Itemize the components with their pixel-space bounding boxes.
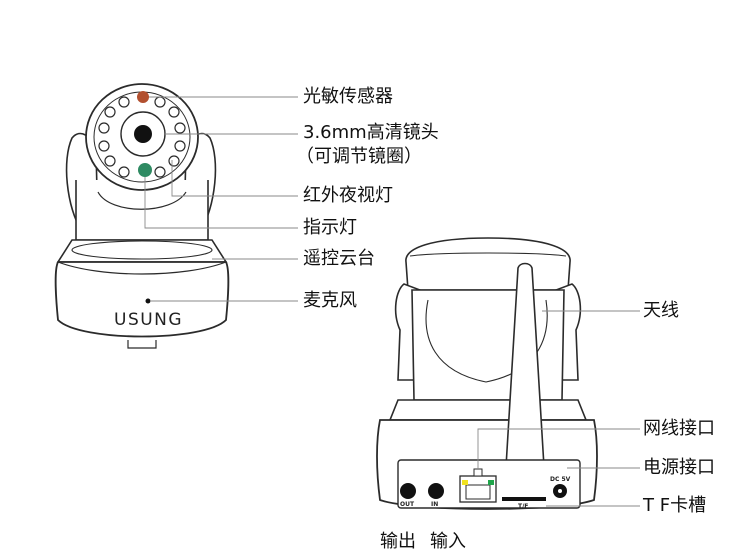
label-antenna: 天线 xyxy=(643,300,679,321)
ethernet-port-icon xyxy=(459,468,497,503)
label-lens: 3.6mm高清镜头 xyxy=(303,122,439,143)
label-audio-in: 输入 xyxy=(430,531,466,552)
audio-out-jack-icon xyxy=(400,483,416,499)
panel-mark-in: IN xyxy=(431,501,439,508)
back-leader-lines xyxy=(477,310,640,507)
label-power-port: 电源接口 xyxy=(643,457,715,478)
panel-mark-dc: DC 5V xyxy=(550,476,571,483)
ir-led xyxy=(98,122,110,134)
label-audio-out: 输出 xyxy=(380,531,416,552)
label-network-port: 网线接口 xyxy=(643,418,715,439)
back-ring xyxy=(388,399,588,421)
indicator-light-icon xyxy=(138,163,152,177)
light-sensor-icon xyxy=(137,91,149,103)
ir-led xyxy=(168,155,180,167)
label-tf-slot: T F卡槽 xyxy=(643,495,707,516)
audio-in-jack-icon xyxy=(428,483,444,499)
ir-led xyxy=(154,166,166,178)
ir-led xyxy=(118,166,130,178)
label-lens-adjustable: （可调节镜圈） xyxy=(296,146,422,167)
ir-led xyxy=(98,140,110,152)
ir-led xyxy=(104,155,116,167)
label-microphone: 麦克风 xyxy=(303,290,357,311)
ir-led xyxy=(154,96,166,108)
panel-mark-out: OUT xyxy=(400,501,415,508)
ethernet-led-yellow xyxy=(462,480,468,485)
panel-mark-tf: T/F xyxy=(518,503,529,510)
front-leader-lines xyxy=(144,96,298,302)
ir-led xyxy=(174,140,186,152)
label-light-sensor: 光敏传感器 xyxy=(303,86,393,107)
tf-card-slot-icon xyxy=(502,497,546,501)
ir-led xyxy=(104,106,116,118)
front-base xyxy=(54,261,230,338)
label-indicator: 指示灯 xyxy=(303,217,357,238)
ir-led xyxy=(118,96,130,108)
brand-logo-text: USUNG xyxy=(114,310,184,330)
ir-led xyxy=(168,106,180,118)
ethernet-led-green xyxy=(488,480,494,485)
back-head xyxy=(405,237,571,291)
label-ptz: 遥控云台 xyxy=(303,248,375,269)
lens-icon xyxy=(134,125,152,143)
label-ir-light: 红外夜视灯 xyxy=(303,185,393,206)
microphone-hole-icon xyxy=(145,298,151,304)
ir-led xyxy=(174,122,186,134)
